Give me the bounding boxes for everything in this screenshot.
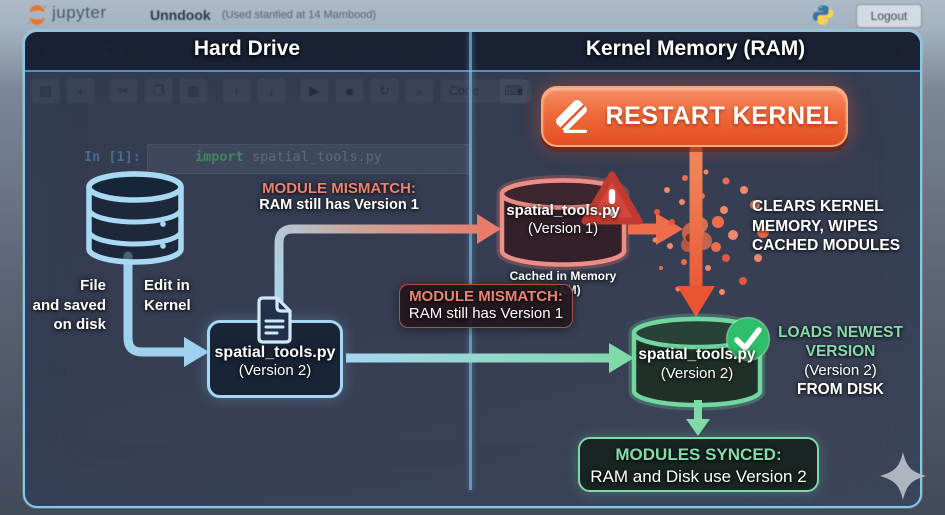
ram-v2-label: spatial_tools.py (Version 2) <box>635 345 759 383</box>
mismatch-callout-title: MODULE MISMATCH: <box>262 180 416 197</box>
cut-button[interactable]: ✂ <box>109 78 138 104</box>
ram-v1-label: spatial_tools.py (Version 1) <box>500 201 626 239</box>
move-up-button[interactable]: ↑ <box>222 78 251 104</box>
menu-help[interactable]: Help <box>428 44 455 59</box>
column-header-band: File Edit View Kernel Widgets Help Hard … <box>25 32 920 72</box>
mismatch-callout-text: RAM still has Version 1 <box>259 197 419 213</box>
menu-widgets[interactable]: Widgets <box>348 44 395 59</box>
code-line: In [1]: import spatial_tools.py <box>84 149 382 165</box>
notebook-title[interactable]: Unndook <box>150 7 211 23</box>
code-keyword: import <box>195 149 244 165</box>
file-box-name: spatial_tools.py <box>214 344 336 361</box>
run-button[interactable]: ▶ <box>300 78 329 104</box>
disk-flow-label: File and saved on disk <box>32 277 106 333</box>
menu-kernel[interactable]: Kernel <box>301 44 339 59</box>
code-module: spatial_tools.py <box>251 149 383 165</box>
column-divider <box>469 32 472 490</box>
kernel-status-icon: ○ <box>904 45 912 59</box>
synced-title: MODULES SYNCED: <box>615 445 782 464</box>
document-icon <box>251 294 297 351</box>
synced-badge: MODULES SYNCED: RAM and Disk use Version… <box>578 437 819 492</box>
mismatch-callout: MODULE MISMATCH: RAM still has Version 1 <box>255 180 423 213</box>
jupyter-topbar: jupyter Unndook (Used stantied at 14 Mam… <box>0 0 945 30</box>
cell-prompt: In [1]: <box>84 149 141 165</box>
menu-view[interactable]: View <box>155 44 183 59</box>
move-down-button[interactable]: ↓ <box>257 78 286 104</box>
loads-from-disk: FROM DISK <box>797 381 884 398</box>
jupyter-logo-icon <box>26 4 48 31</box>
stop-button[interactable]: ■ <box>335 78 364 104</box>
code-cell[interactable] <box>147 144 471 174</box>
mismatch-badge: MODULE MISMATCH: RAM still has Version 1 <box>399 284 573 328</box>
jupyter-wordmark: jupyter <box>52 3 107 22</box>
loads-version: (Version 2) <box>804 362 877 379</box>
loads-newest-text: LOADS NEWEST VERSION (Version 2) FROM DI… <box>768 323 913 399</box>
paste-button[interactable]: ▥ <box>179 78 208 104</box>
ram-v2-name: spatial_tools.py <box>638 346 756 363</box>
menu-file[interactable]: File <box>45 44 66 59</box>
fast-forward-button[interactable]: » <box>405 78 434 104</box>
synced-text: RAM and Disk use Version 2 <box>590 467 807 486</box>
python-logo-icon <box>812 4 834 31</box>
copy-button[interactable]: ❐ <box>144 78 173 104</box>
restart-kernel-button[interactable]: RESTART KERNEL <box>541 86 848 147</box>
restart-kernel-label: RESTART KERNEL <box>605 102 839 130</box>
kernel-indicator: Python 1 ○ <box>854 45 912 59</box>
chevron-down-icon: ▾ <box>516 84 523 99</box>
mismatch-badge-text: RAM still has Version 1 <box>408 305 564 322</box>
column-title-kernel-memory: Kernel Memory (RAM) <box>585 37 806 60</box>
menu-edit[interactable]: Edit <box>103 44 126 59</box>
ram-v1-name: spatial_tools.py <box>506 202 620 219</box>
file-version2-box: spatial_tools.py (Version 2) <box>207 320 343 398</box>
ram-v1-version: (Version 1) <box>527 221 599 237</box>
ram-v2-version: (Version 2) <box>660 365 734 382</box>
column-title-hard-drive: Hard Drive <box>193 37 301 60</box>
kernel-flow-label: Edit in Kernel <box>144 277 191 314</box>
keyboard-shortcuts-button[interactable]: ⌨ <box>499 78 528 104</box>
logout-button[interactable]: Logout <box>856 4 922 28</box>
mismatch-badge-title: MODULE MISMATCH: <box>409 288 563 305</box>
eraser-icon <box>551 96 593 138</box>
notebook-autosave-note: (Used stantied at 14 Mambood) <box>222 9 377 21</box>
clears-kernel-text: CLEARS KERNEL MEMORY, WIPES CACHED MODUL… <box>752 198 901 254</box>
loads-highlight: LOADS NEWEST VERSION <box>778 324 903 360</box>
file-box-version: (Version 2) <box>238 362 312 379</box>
add-cell-button[interactable]: + <box>66 78 95 104</box>
restart-kernel-toolbar-button[interactable]: ↻ <box>370 78 399 104</box>
notebook-toolbar: ▤ + ✂ ❐ ▥ ↑ ↓ ▶ ■ ↻ » Code ▾ <box>31 78 532 104</box>
save-button[interactable]: ▤ <box>31 78 60 104</box>
